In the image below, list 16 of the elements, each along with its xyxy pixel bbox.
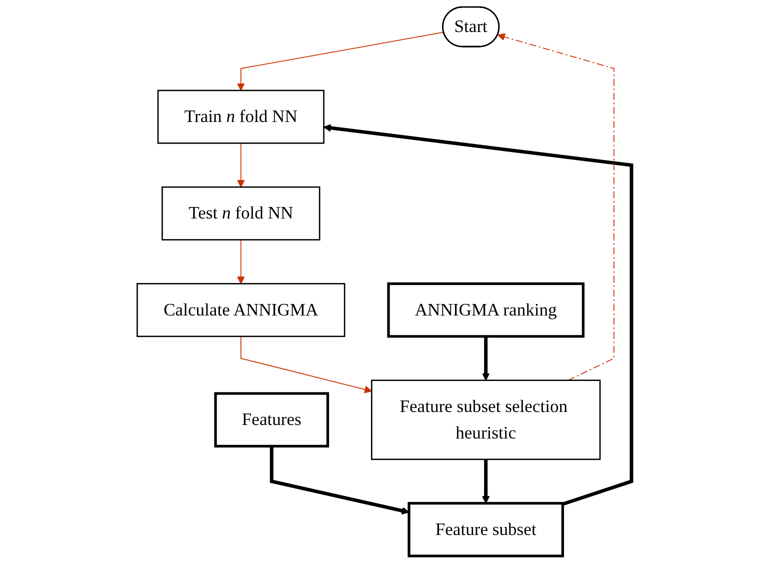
arrow xyxy=(237,239,245,284)
node-box: Feature subset xyxy=(408,502,564,558)
node-box: Train n fold NN xyxy=(158,90,325,144)
node-box: ANNIGMA ranking xyxy=(387,282,585,338)
arrow xyxy=(498,33,614,381)
arrow xyxy=(240,336,372,394)
arrow xyxy=(237,32,444,91)
node-box: Features xyxy=(214,392,330,448)
node-box: Calculate ANNIGMA xyxy=(136,283,346,338)
node-box: Test n fold NN xyxy=(162,186,320,240)
arrow xyxy=(324,124,634,506)
node-box: Feature subset selection heuristic xyxy=(371,380,601,460)
arrow xyxy=(270,446,410,515)
arrow xyxy=(482,336,490,381)
arrow xyxy=(482,459,490,504)
arrow xyxy=(237,142,245,188)
